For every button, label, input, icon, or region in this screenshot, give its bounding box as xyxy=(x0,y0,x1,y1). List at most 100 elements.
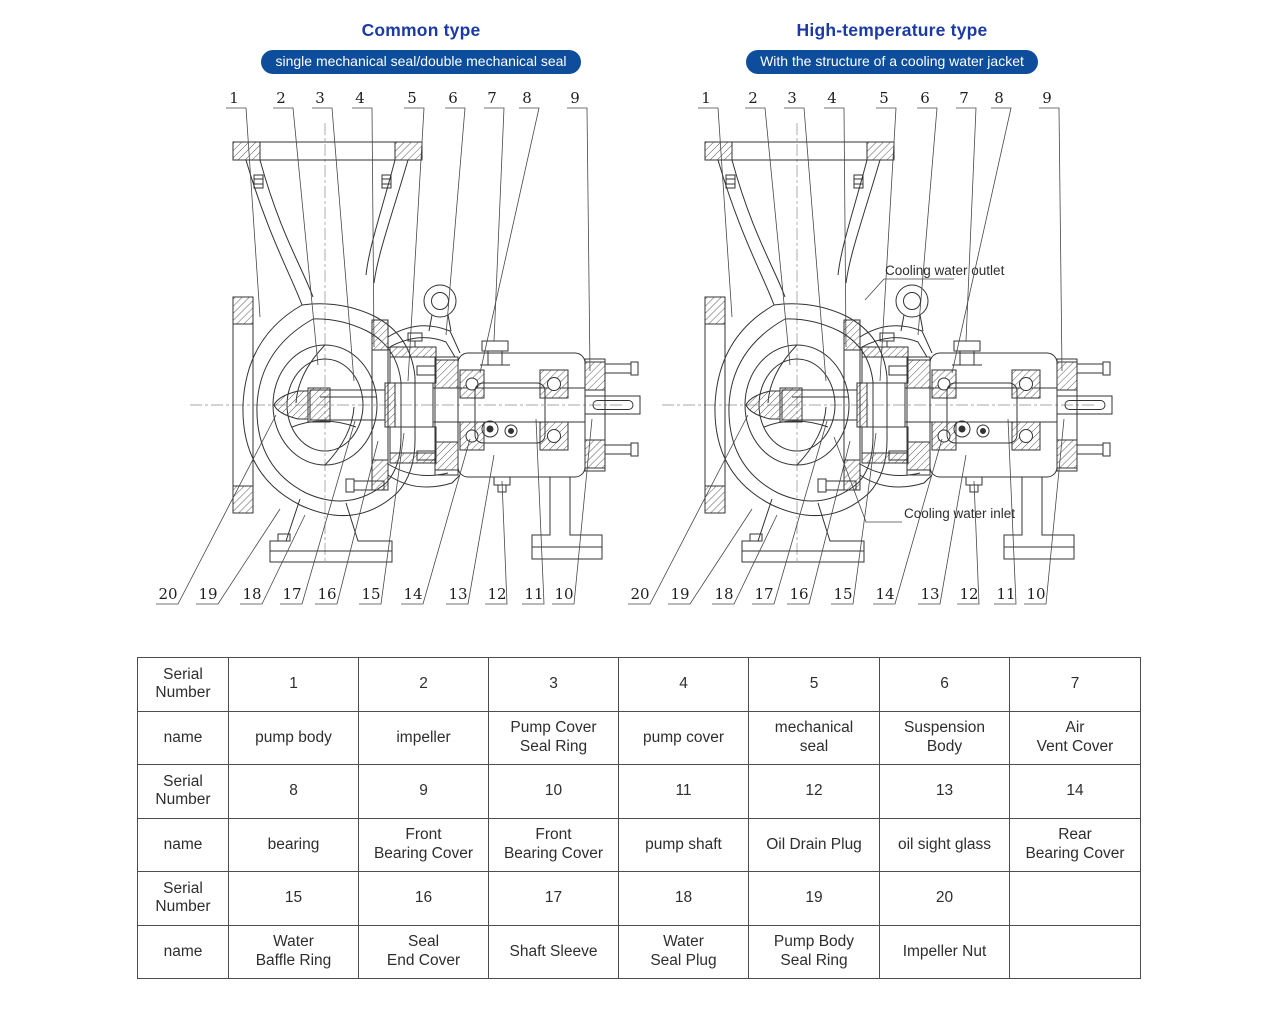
callout-number: 14 xyxy=(403,585,422,603)
callout-number: 12 xyxy=(487,585,506,603)
callout-number: 19 xyxy=(670,585,689,603)
table-cell: Oil Drain Plug xyxy=(748,817,880,872)
callout-number: 16 xyxy=(789,585,808,603)
table-cell: Impeller Nut xyxy=(879,924,1010,979)
table-row: name pump body impeller Pump Cover Seal … xyxy=(137,710,1141,765)
table-cell: 13 xyxy=(879,764,1010,819)
callout-number: 5 xyxy=(879,89,889,107)
table-cell: 16 xyxy=(358,871,489,926)
inlet-leader-line xyxy=(833,436,902,523)
callout-numbers-top: 1 2 3 4 5 6 7 8 9 xyxy=(229,89,580,107)
callout-number: 19 xyxy=(198,585,217,603)
callout-number: 6 xyxy=(448,89,458,107)
callout-number: 4 xyxy=(355,89,365,107)
common-type-subtitle-pill: single mechanical seal/double mechanical… xyxy=(261,50,581,74)
table-row: name bearing Front Bearing Cover Front B… xyxy=(137,817,1141,872)
table-header-cell: name xyxy=(137,817,229,872)
callout-number: 1 xyxy=(701,89,711,107)
table-row: Serial Number 8 9 10 11 12 13 14 xyxy=(137,764,1141,819)
table-cell: Front Bearing Cover xyxy=(488,817,619,872)
high-temp-figure: 1 2 3 4 5 6 7 8 9 20 19 18 17 16 15 14 1… xyxy=(622,85,1127,615)
table-cell xyxy=(1009,871,1141,926)
callout-number: 18 xyxy=(714,585,733,603)
common-type-header: Common type single mechanical seal/doubl… xyxy=(150,20,692,74)
high-temp-subtitle-pill: With the structure of a cooling water ja… xyxy=(746,50,1038,74)
table-header-cell: name xyxy=(137,710,229,765)
table-cell: 20 xyxy=(879,871,1010,926)
table-row: name Water Baffle Ring Seal End Cover Sh… xyxy=(137,924,1141,979)
callout-number: 14 xyxy=(875,585,894,603)
table-cell: pump body xyxy=(228,710,359,765)
table-cell: 4 xyxy=(618,657,749,712)
callout-number: 10 xyxy=(554,585,573,603)
high-temp-header: High-temperature type With the structure… xyxy=(622,20,1162,74)
callout-number: 13 xyxy=(920,585,939,603)
callout-number: 11 xyxy=(524,585,543,603)
table-cell: Pump Body Seal Ring xyxy=(748,924,880,979)
callout-number: 9 xyxy=(570,89,580,107)
table-cell: 18 xyxy=(618,871,749,926)
common-type-figure: 1 2 3 4 5 6 7 8 9 20 19 18 17 16 15 14 1… xyxy=(150,85,655,615)
table-header-cell: Serial Number xyxy=(137,764,229,819)
table-cell: 3 xyxy=(488,657,619,712)
callout-number: 20 xyxy=(630,585,649,603)
table-cell: 12 xyxy=(748,764,880,819)
table-cell: impeller xyxy=(358,710,489,765)
callout-number: 9 xyxy=(1042,89,1052,107)
outlet-leader-line xyxy=(864,278,954,301)
table-row: Serial Number 1 2 3 4 5 6 7 xyxy=(137,657,1141,712)
table-row: Serial Number 15 16 17 18 19 20 xyxy=(137,871,1141,926)
table-cell xyxy=(1009,924,1141,979)
callout-number: 11 xyxy=(996,585,1015,603)
callout-number: 1 xyxy=(229,89,239,107)
callout-number: 8 xyxy=(522,89,532,107)
table-cell: 2 xyxy=(358,657,489,712)
table-cell: Front Bearing Cover xyxy=(358,817,489,872)
table-cell: bearing xyxy=(228,817,359,872)
callout-number: 12 xyxy=(959,585,978,603)
cooling-water-inlet-label: Cooling water inlet xyxy=(904,506,1015,521)
table-cell: 17 xyxy=(488,871,619,926)
table-header-cell: name xyxy=(137,924,229,979)
callout-number: 15 xyxy=(361,585,380,603)
callout-number: 8 xyxy=(994,89,1004,107)
callout-number: 6 xyxy=(920,89,930,107)
table-cell: Pump Cover Seal Ring xyxy=(488,710,619,765)
callout-number: 3 xyxy=(315,89,325,107)
callout-number: 5 xyxy=(407,89,417,107)
callout-numbers-bottom: 20 19 18 17 16 15 14 13 12 11 10 xyxy=(630,585,1045,603)
table-cell: 5 xyxy=(748,657,880,712)
table-cell: 15 xyxy=(228,871,359,926)
common-type-title: Common type xyxy=(361,20,481,40)
table-cell: oil sight glass xyxy=(879,817,1010,872)
table-header-cell: Serial Number xyxy=(137,871,229,926)
callout-number: 2 xyxy=(276,89,286,107)
table-cell: 8 xyxy=(228,764,359,819)
high-temp-title: High-temperature type xyxy=(796,20,988,40)
callout-number: 18 xyxy=(242,585,261,603)
callout-numbers-bottom: 20 19 18 17 16 15 14 13 12 11 10 xyxy=(158,585,573,603)
table-cell: 6 xyxy=(879,657,1010,712)
cooling-water-labels: Cooling water outlet Cooling water inlet xyxy=(833,263,1015,523)
callout-number: 3 xyxy=(787,89,797,107)
table-cell: Seal End Cover xyxy=(358,924,489,979)
table-cell: 9 xyxy=(358,764,489,819)
table-cell: pump cover xyxy=(618,710,749,765)
table-cell: 7 xyxy=(1009,657,1141,712)
table-cell: 11 xyxy=(618,764,749,819)
callout-number: 16 xyxy=(317,585,336,603)
callout-number: 17 xyxy=(754,585,773,603)
callout-number: 13 xyxy=(448,585,467,603)
table-cell: Suspension Body xyxy=(879,710,1010,765)
callout-number: 15 xyxy=(833,585,852,603)
table-cell: Shaft Sleeve xyxy=(488,924,619,979)
callout-numbers-top: 1 2 3 4 5 6 7 8 9 xyxy=(701,89,1052,107)
table-cell: 19 xyxy=(748,871,880,926)
table-cell: Air Vent Cover xyxy=(1009,710,1141,765)
table-cell: pump shaft xyxy=(618,817,749,872)
table-cell: mechanical seal xyxy=(748,710,880,765)
callout-number: 2 xyxy=(748,89,758,107)
cooling-water-outlet-label: Cooling water outlet xyxy=(885,263,1005,278)
table-cell: 1 xyxy=(228,657,359,712)
callout-number: 7 xyxy=(959,89,969,107)
